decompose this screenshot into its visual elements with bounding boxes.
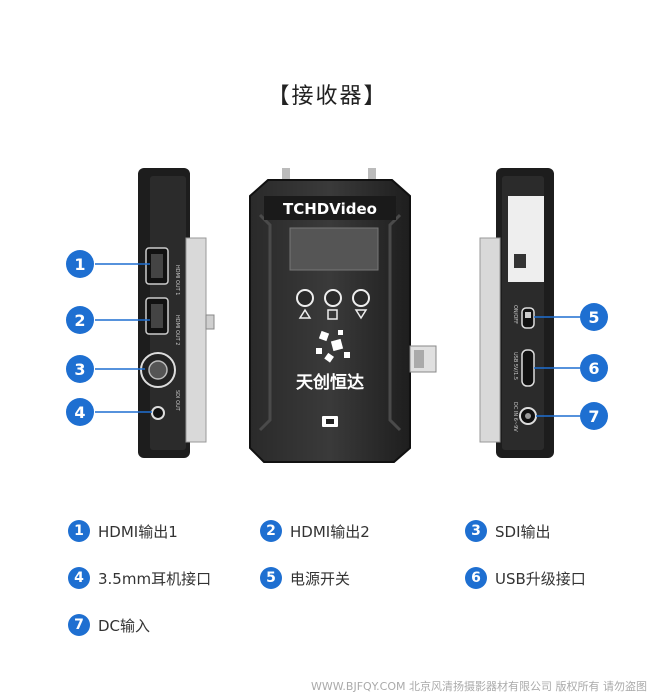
legend-label: 电源开关 (290, 569, 351, 588)
button-up (296, 289, 314, 307)
usb-port (521, 349, 535, 387)
page-title: 【接收器】 (267, 84, 388, 109)
legend-label: USB升级接口 (495, 569, 586, 588)
svg-text:HDMI OUT 1: HDMI OUT 1 (174, 265, 180, 295)
svg-text:HDMI OUT 2: HDMI OUT 2 (174, 315, 180, 345)
callout-6: 6 (580, 354, 608, 382)
legend-label: SDI输出 (495, 522, 551, 541)
svg-text:7: 7 (588, 407, 599, 426)
svg-text:1: 1 (74, 255, 85, 274)
headphone-jack (151, 406, 165, 420)
callout-5: 5 (580, 303, 608, 331)
svg-text:4: 4 (74, 403, 85, 422)
button-down (352, 289, 370, 307)
callout-lines (95, 263, 580, 417)
svg-text:2: 2 (74, 311, 85, 330)
svg-text:USB 5V/1.5: USB 5V/1.5 (512, 352, 518, 380)
right-side-view: ON/OFF USB 5V/1.5 DC IN 6~9V (479, 168, 554, 458)
legend-item-4: 4 3.5mm耳机接口 (68, 567, 211, 589)
svg-text:3: 3 (74, 360, 85, 379)
legend-number: 4 (68, 567, 90, 589)
legend-number: 3 (465, 520, 487, 542)
svg-text:6: 6 (588, 359, 599, 378)
legend-label: HDMI输出1 (98, 522, 178, 541)
legend-label: 3.5mm耳机接口 (98, 569, 212, 588)
legend-number: 2 (260, 520, 282, 542)
front-view: TCHDVideo 天创恒达 (249, 168, 437, 463)
display-screen (289, 227, 379, 271)
callout-3: 3 (66, 355, 94, 383)
legend-number: 6 (465, 567, 487, 589)
legend-number: 7 (68, 614, 90, 636)
button-menu (324, 289, 342, 307)
callout-2: 2 (66, 306, 94, 334)
legend-item-1: 1 HDMI输出1 (68, 520, 178, 542)
legend-item-3: 3 SDI输出 (465, 520, 551, 542)
svg-text:ON/OFF: ON/OFF (512, 305, 518, 324)
legend-label: HDMI输出2 (290, 522, 370, 541)
footer-watermark: WWW.BJFQY.COM 北京风清扬摄影器材有限公司 版权所有 请勿盗图 (311, 680, 647, 693)
legend-item-2: 2 HDMI输出2 (260, 520, 370, 542)
svg-text:DC IN 6~9V: DC IN 6~9V (512, 402, 518, 432)
legend-item-7: 7 DC输入 (68, 614, 150, 636)
logo-mark (316, 330, 350, 363)
legend-number: 1 (68, 520, 90, 542)
legend-item-6: 6 USB升级接口 (465, 567, 586, 589)
left-side-view: HDMI OUT 1 HDMI OUT 2 SDI OUT (138, 168, 215, 458)
logo-text-cn: 天创恒达 (296, 372, 364, 393)
legend-label: DC输入 (98, 616, 151, 635)
legend-item-5: 5 电源开关 (260, 567, 350, 589)
callout-1: 1 (66, 250, 94, 278)
callout-4: 4 (66, 398, 94, 426)
svg-text:5: 5 (588, 308, 599, 327)
brand-name: TCHDVideo (283, 200, 377, 218)
legend-number: 5 (260, 567, 282, 589)
svg-text:SDI OUT: SDI OUT (174, 390, 180, 412)
callout-7: 7 (580, 402, 608, 430)
